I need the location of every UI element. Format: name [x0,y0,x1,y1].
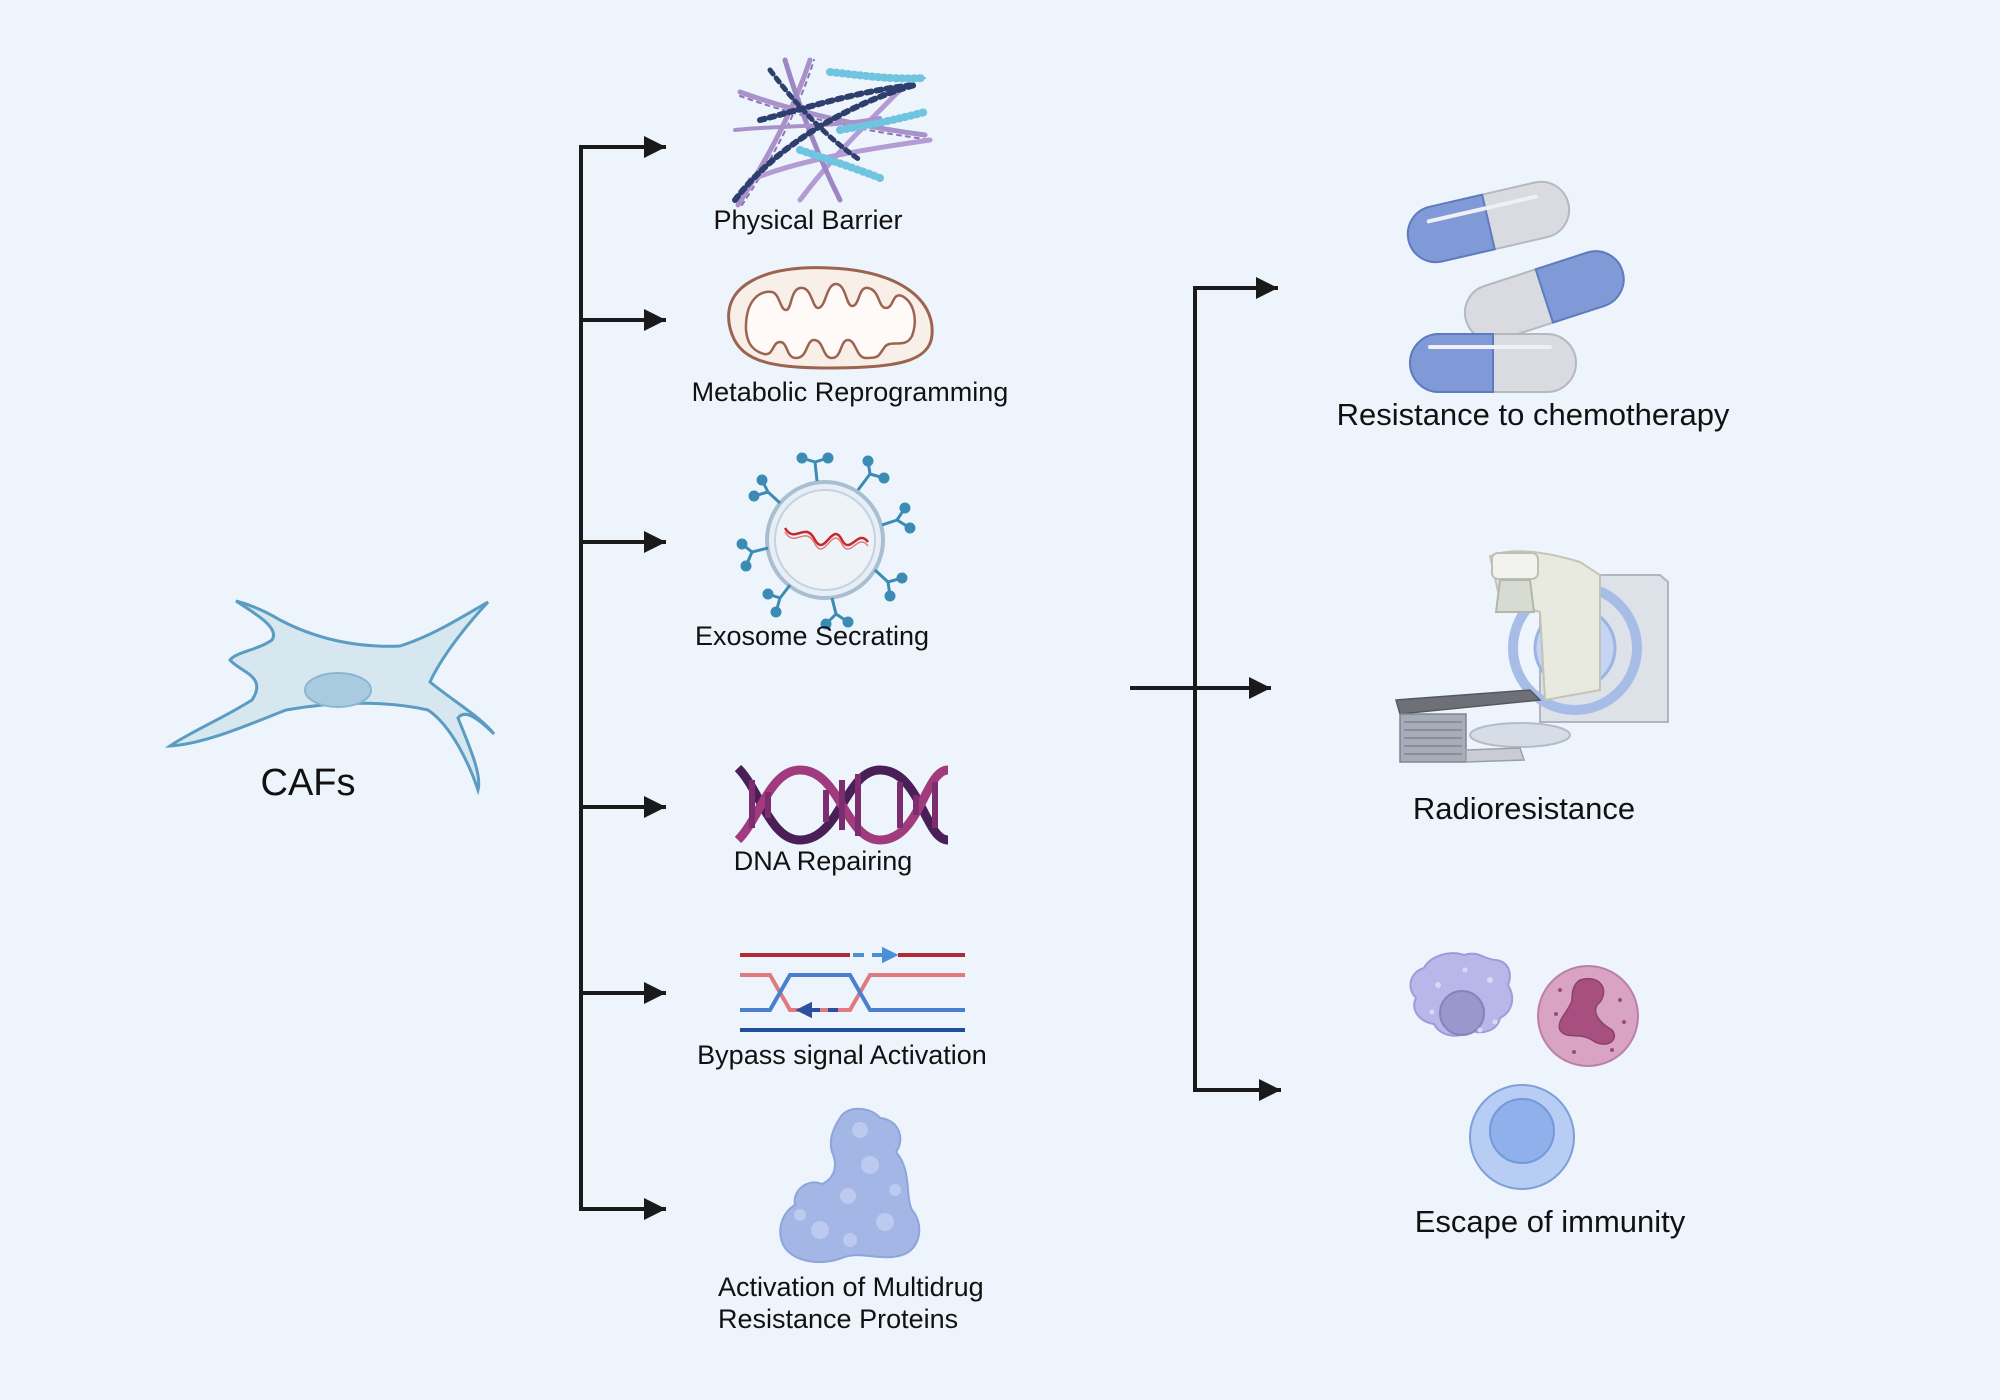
bypass-signal-icon [740,946,965,1032]
protein-icon [779,1107,921,1264]
multidrug-label-line1: Activation of Multidrug [718,1272,984,1302]
exosome-icon [736,452,916,630]
dna-icon [734,764,950,845]
metabolic-reprogramming-label: Metabolic Reprogramming [691,377,1009,407]
immune-cells-icon [1409,952,1639,1190]
physical-barrier-label: Physical Barrier [713,205,903,235]
chemo-resistance-label: Resistance to chemotherapy [1336,397,1730,432]
mechanism-connector [579,136,666,1220]
radioresistance-label: Radioresistance [1412,791,1636,826]
exosome-secreting-label: Exosome Secrating [694,621,930,651]
caf-cell-icon [164,599,496,796]
mitochondrion-icon [727,266,934,370]
multidrug-label-line2: Resistance Proteins [718,1304,959,1334]
outcome-connector [1130,277,1281,1101]
immune-escape-label: Escape of immunity [1414,1204,1686,1239]
caf-label: CAFs [260,762,356,804]
radiotherapy-machine-icon [1395,550,1669,763]
capsules-icon [1406,180,1625,393]
dna-repairing-label: DNA Repairing [733,846,913,876]
fiber-mesh-icon [732,57,933,208]
multidrug-label: Activation of Multidrug Resistance Prote… [718,1271,984,1335]
bypass-signal-label: Bypass signal Activation [697,1040,987,1070]
